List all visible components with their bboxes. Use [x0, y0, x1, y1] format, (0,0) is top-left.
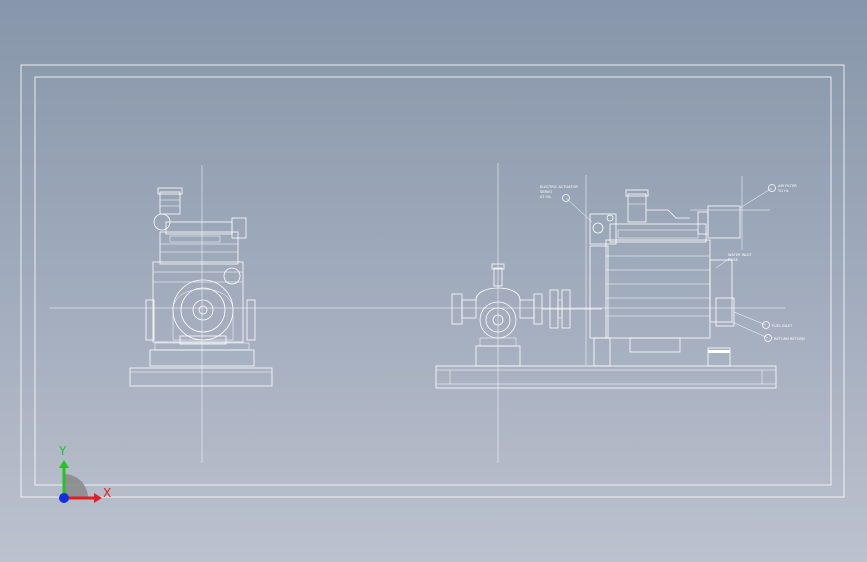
- engine-front-foot: [593, 337, 611, 367]
- front-engine-upper: [159, 231, 239, 265]
- note-top-left-1: ELECTRIC ACTUATOR: [540, 185, 578, 189]
- engine-bellhousing: [589, 245, 609, 339]
- leader-line-3: [715, 257, 731, 269]
- note-return: RETURN RETURN: [774, 337, 805, 341]
- pump-casing-hub: [492, 314, 504, 326]
- front-right-bracket: [246, 299, 256, 341]
- engine-air-filter-cap: [625, 189, 649, 197]
- note-fuel: FUEL INLET: [772, 324, 793, 328]
- pump-suction-flange: [451, 293, 463, 325]
- pump-vent-cap: [491, 263, 505, 270]
- front-base-pad-upper: [154, 342, 250, 351]
- front-air-filter-cap: [157, 187, 183, 195]
- note-top-right-2: TO HL: [777, 189, 789, 193]
- front-manifold: [169, 235, 221, 243]
- front-air-filter: [159, 191, 181, 215]
- balloon-2: [768, 184, 776, 192]
- ucs-x-arrow: [94, 493, 102, 503]
- front-pump-shaft: [198, 305, 208, 315]
- engine-gauge-1: [592, 222, 604, 234]
- side-base-frame: [435, 365, 777, 389]
- note-top-left-2: SERVO: [540, 190, 552, 194]
- leader-line-1: [565, 197, 593, 223]
- outer-frame: [20, 64, 845, 498]
- front-pump-ring: [180, 287, 226, 333]
- pump-vent-column: [493, 267, 503, 287]
- ucs-arc: [64, 474, 88, 498]
- engine-gauge-2: [606, 214, 614, 222]
- engine-exhaust-flange: [697, 211, 709, 235]
- leader-line-4: [733, 311, 767, 326]
- balloon-5: [764, 334, 772, 342]
- engine-air-filter: [627, 193, 647, 223]
- front-left-bracket: [145, 299, 155, 341]
- ucs-z-origin: [59, 493, 69, 503]
- engine-oil-pan: [629, 337, 681, 353]
- front-engine-block: [152, 261, 244, 343]
- engine-manifold: [617, 229, 699, 239]
- ucs-x-label: X: [103, 486, 111, 500]
- coupling-hub: [557, 299, 563, 319]
- pump-casing: [479, 301, 517, 339]
- engine-panel: [589, 213, 617, 245]
- front-base-skid: [129, 367, 273, 387]
- pump-discharge-nozzle: [519, 299, 535, 319]
- front-view[interactable]: [129, 165, 273, 463]
- note-top-left-3: AT OIL: [540, 195, 551, 199]
- side-view[interactable]: ELECTRIC ACTUATOR SERVO AT OIL AIR FILTE…: [435, 163, 805, 463]
- engine-radiator-side: [709, 259, 733, 323]
- engine-rear-foot-pad: [708, 350, 730, 353]
- ucs-y-arrow: [59, 460, 69, 468]
- ucs-y-label: Y: [58, 444, 67, 458]
- front-pump-hub: [192, 299, 214, 321]
- leader-line-5: [731, 321, 769, 339]
- balloon-4: [762, 321, 770, 329]
- note-mid-right-2: HOSE: [728, 258, 739, 262]
- ucs-icon: X Y: [58, 444, 111, 503]
- engine-head: [609, 223, 707, 243]
- balloon-1: [562, 194, 570, 202]
- front-right-pulley: [223, 267, 241, 285]
- pump-suction-nozzle: [461, 299, 477, 319]
- pump-top-cover: [475, 287, 521, 301]
- pump-casing-ring: [485, 307, 511, 333]
- note-top-right-1: AIR FILTER: [778, 184, 797, 188]
- engine-block: [605, 239, 711, 339]
- engine-exhaust-silencer: [707, 205, 741, 239]
- front-pump-foot: [179, 335, 227, 345]
- front-right-accessory: [231, 217, 247, 239]
- pump-discharge-flange: [533, 293, 543, 325]
- engine-intake-pipe: [646, 209, 690, 219]
- front-turbo: [153, 213, 171, 231]
- engine-rear-foot: [707, 347, 731, 367]
- inner-frame: [34, 76, 832, 486]
- note-mid-right-1: WATER INLET: [728, 253, 753, 257]
- leader-line-2: [739, 187, 773, 209]
